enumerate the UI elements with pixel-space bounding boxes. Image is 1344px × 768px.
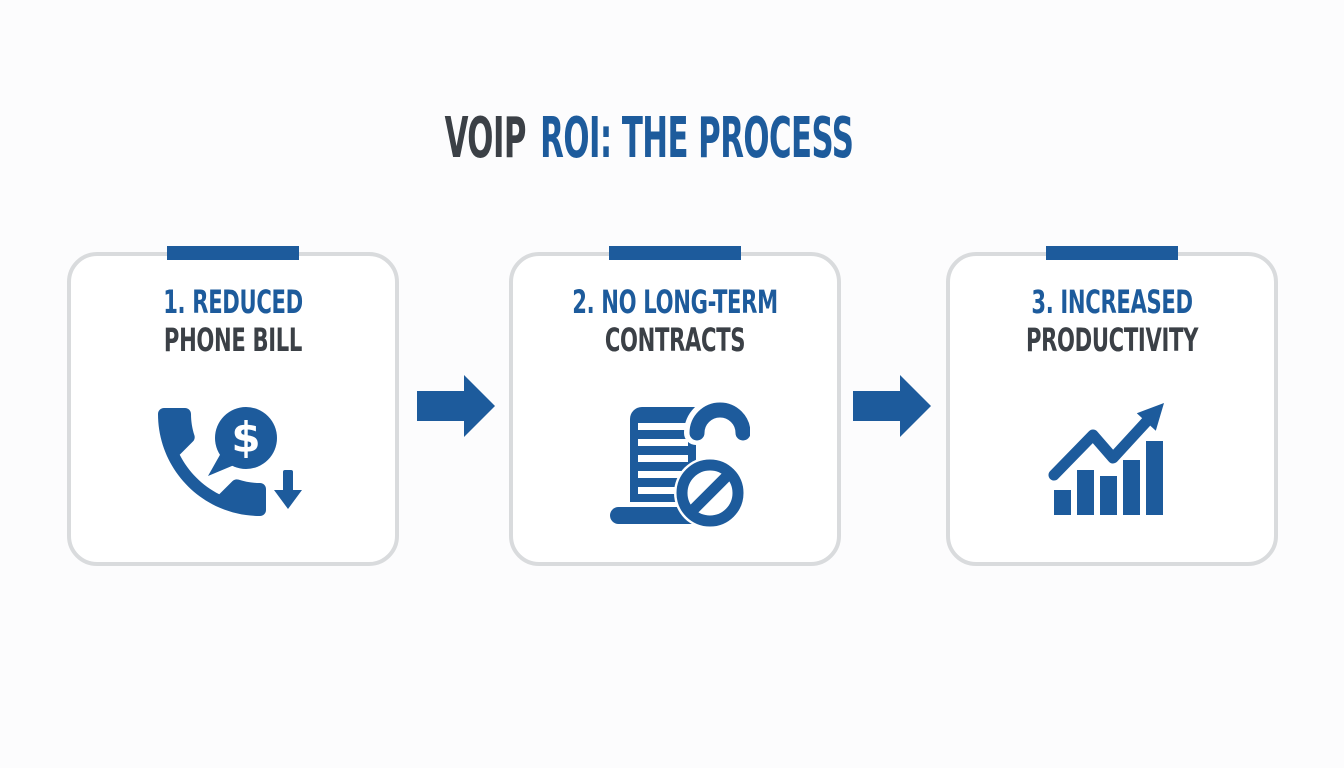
step-heading-line1: 1. REDUCED	[163, 283, 303, 321]
dollar-sign: $	[231, 413, 260, 462]
step-card-increased-productivity: 3. INCREASED PRODUCTIVITY	[946, 246, 1278, 566]
flow-arrow-icon	[417, 375, 495, 437]
growth-line-arrow-icon	[1048, 403, 1164, 481]
decrease-arrow-icon	[274, 470, 302, 509]
step-heading: 2. NO LONG-TERM CONTRACTS	[568, 283, 782, 359]
step-heading-line1: 3. INCREASED	[1031, 283, 1193, 321]
step-heading-line2: PHONE BILL	[163, 321, 303, 359]
card-top-accent-bar	[167, 246, 299, 260]
step-heading: 1. REDUCED PHONE BILL	[126, 283, 340, 359]
step-heading: 3. INCREASED PRODUCTIVITY	[1005, 283, 1219, 359]
phone-dollar-decrease-icon: $	[153, 393, 313, 532]
step-heading-line2: CONTRACTS	[604, 321, 746, 359]
contract-prohibited-icon	[600, 393, 756, 537]
step-heading-line1: 2. NO LONG-TERM	[572, 283, 778, 321]
bar-chart-growth-icon	[1047, 393, 1177, 527]
step-heading-line2: PRODUCTIVITY	[1025, 321, 1199, 359]
scroll-document-icon	[610, 397, 756, 524]
flow-arrow-icon	[853, 375, 931, 437]
chart-bars	[1054, 441, 1163, 515]
card-top-accent-bar	[1046, 246, 1178, 260]
title-part-roi-process: ROI: THE PROCESS	[540, 106, 854, 171]
dollar-speech-bubble-icon: $	[208, 407, 277, 476]
card-top-accent-bar	[609, 246, 741, 260]
prohibition-sign-icon	[674, 457, 746, 529]
step-card-no-long-term-contracts: 2. NO LONG-TERM CONTRACTS	[509, 246, 841, 566]
title-part-voip: VOIP	[444, 106, 527, 171]
phone-handset-icon	[158, 408, 266, 516]
step-card-reduced-phone-bill: 1. REDUCED PHONE BILL $	[67, 246, 399, 566]
